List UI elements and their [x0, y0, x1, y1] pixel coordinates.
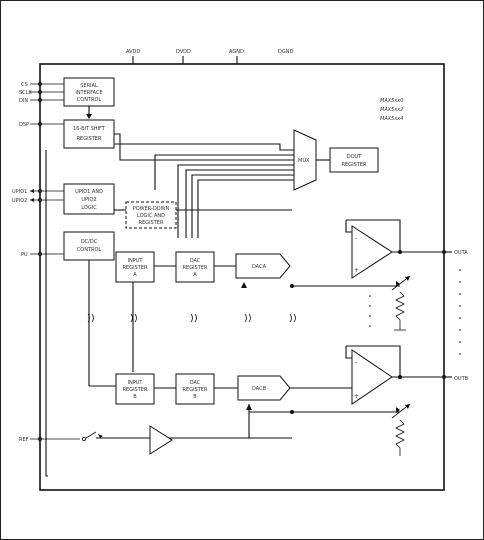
svg-text:LOGIC AND: LOGIC AND [137, 213, 165, 219]
svg-text:-: - [355, 359, 357, 366]
pin-dvdd: DVDD [176, 49, 191, 55]
svg-text:DACB: DACB [252, 386, 267, 392]
amplifier-b: - + [345, 345, 401, 405]
chip-outline [39, 63, 445, 491]
svg-text:REGISTER: REGISTER [123, 387, 148, 393]
svg-text:REGISTER: REGISTER [183, 387, 208, 393]
dac-register-b-block: DAC REGISTER B [175, 373, 215, 405]
dac-b-block: DACB [237, 375, 291, 401]
pin-agnd: AGND [229, 49, 244, 55]
svg-text:REGISTER: REGISTER [183, 265, 208, 271]
svg-text:A: A [193, 272, 197, 278]
svg-text:REGISTER: REGISTER [139, 220, 164, 226]
svg-text:B: B [133, 394, 137, 400]
mux-block: MUX [293, 129, 317, 191]
svg-text:INTERFACE: INTERFACE [75, 90, 102, 96]
pin-ref: REF [19, 437, 29, 443]
svg-text:+: + [354, 267, 359, 274]
pin-upio2: UPIO2 [12, 198, 27, 204]
svg-text:A: A [133, 272, 137, 278]
svg-text:UPIO2: UPIO2 [81, 197, 96, 203]
part-number-3: MAX5xx4 [380, 116, 403, 122]
ref-buffer [149, 425, 173, 455]
mux-wires [114, 133, 294, 238]
ref-switch [82, 431, 103, 441]
svg-text:REGISTER: REGISTER [342, 162, 367, 168]
top-pins: AVDD DVDD AGND DGND [126, 49, 293, 64]
pin-outa: OUTA [454, 250, 468, 256]
svg-text:POWER-DOWN: POWER-DOWN [133, 206, 170, 212]
svg-text:REGISTER: REGISTER [77, 136, 102, 142]
svg-text:INPUT: INPUT [128, 258, 144, 264]
input-register-a-block: INPUT REGISTER A [115, 251, 155, 283]
pin-outb: OUTB [454, 376, 469, 382]
dcdc-control-block: DC/DC CONTROL [63, 231, 115, 261]
pin-sclk: SCLK [19, 90, 32, 96]
left-pins: CS SCLK DIN DSP UPIO1 UPIO2 PU REF [12, 82, 80, 443]
pin-cs: CS [21, 82, 28, 88]
amplifier-a: - + [345, 219, 401, 279]
part-numbers: MAX5xx0 MAX5xx2 MAX5xx4 [380, 98, 403, 122]
power-down-block: POWER-DOWN LOGIC AND REGISTER [125, 201, 177, 229]
pin-dgnd: DGND [278, 49, 293, 55]
input-register-b-block: INPUT REGISTER B [115, 373, 155, 405]
dotted-columns [369, 269, 461, 355]
pin-dsp: DSP [19, 122, 29, 128]
svg-text:B: B [193, 394, 197, 400]
svg-text:DAC: DAC [190, 258, 201, 264]
svg-text:DACA: DACA [252, 264, 267, 270]
pin-pu: PU [21, 252, 28, 258]
dac-a-block: DACA [235, 253, 291, 279]
part-number-2: MAX5xx2 [380, 107, 403, 113]
svg-text:UPIO1 AND: UPIO1 AND [75, 189, 103, 195]
svg-text:LOGIC: LOGIC [81, 205, 97, 211]
serial-interface-block: SERIAL INTERFACE CONTROL [63, 77, 115, 107]
svg-text:CONTROL: CONTROL [77, 97, 102, 103]
shift-register-block: 16-BIT SHIFT REGISTER [63, 119, 115, 149]
dac-register-a-block: DAC REGISTER A [175, 251, 215, 283]
svg-text:-: - [355, 235, 357, 242]
svg-text:REGISTER: REGISTER [123, 265, 148, 271]
pin-avdd: AVDD [126, 49, 140, 55]
break-markers [87, 313, 296, 323]
svg-text:+: + [354, 393, 359, 400]
svg-text:CONTROL: CONTROL [77, 247, 102, 253]
svg-text:SERIAL: SERIAL [80, 83, 98, 89]
svg-text:DC/DC: DC/DC [81, 239, 98, 245]
part-number-1: MAX5xx0 [380, 98, 403, 104]
svg-text:DOUT: DOUT [347, 154, 362, 160]
upio-logic-block: UPIO1 AND UPIO2 LOGIC [63, 183, 115, 215]
pin-din: DIN [19, 98, 28, 104]
svg-text:16-BIT SHIFT: 16-BIT SHIFT [73, 126, 106, 132]
svg-text:DAC: DAC [190, 380, 201, 386]
svg-text:INPUT: INPUT [128, 380, 144, 386]
dout-register-block: DOUT REGISTER [329, 147, 379, 173]
svg-text:MUX: MUX [298, 158, 310, 164]
pin-upio1: UPIO1 [12, 189, 27, 195]
